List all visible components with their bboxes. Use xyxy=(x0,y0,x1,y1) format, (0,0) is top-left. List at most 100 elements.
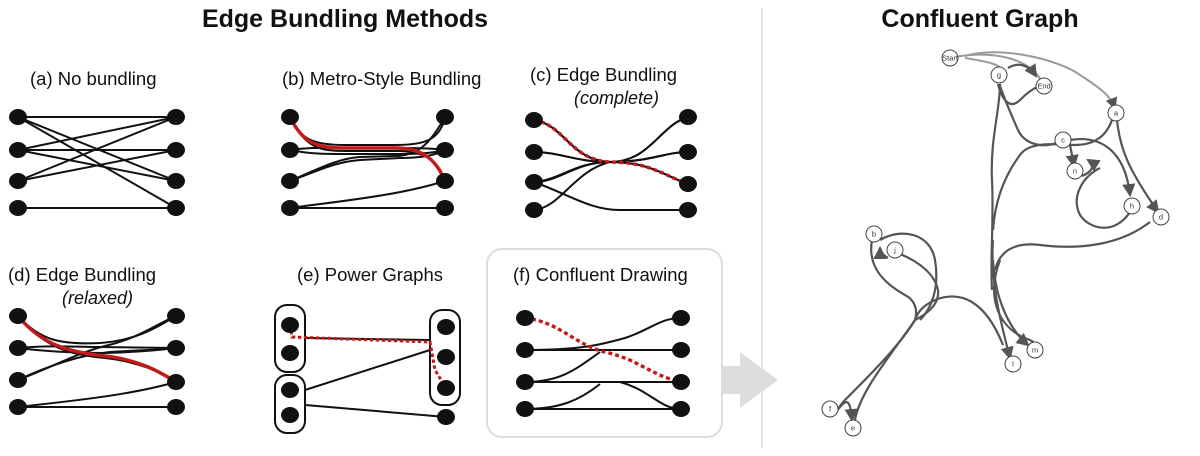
panel-b-label: (b) Metro-Style Bundling xyxy=(282,68,481,89)
node xyxy=(167,173,185,189)
panel-c-edges xyxy=(533,116,689,211)
graph-node-label: c xyxy=(1061,136,1065,145)
graph-edge xyxy=(996,83,1041,106)
panel-a-nodes xyxy=(9,109,185,216)
graph-node-n: n xyxy=(1066,162,1084,180)
edge xyxy=(17,315,177,381)
confluent-nodes: Start g End a c n xyxy=(821,49,1170,437)
edge xyxy=(533,181,688,211)
node xyxy=(281,109,299,125)
graph-node-g: g xyxy=(990,66,1008,84)
graph-node-label: d xyxy=(1159,213,1163,222)
graph-node-label: a xyxy=(1114,109,1119,118)
panel-b-nodes xyxy=(281,109,454,216)
left-title: Edge Bundling Methods xyxy=(202,5,488,33)
graph-node-j: j xyxy=(886,241,904,259)
node xyxy=(167,374,185,390)
node xyxy=(679,144,697,160)
edge xyxy=(17,116,177,209)
panel-c: (c) Edge Bundling (complete) xyxy=(525,64,697,218)
node xyxy=(437,380,455,396)
graph-edge xyxy=(1081,158,1101,178)
node xyxy=(281,173,299,189)
node xyxy=(525,174,543,190)
node xyxy=(281,407,299,423)
panel-e-nodes xyxy=(281,317,455,425)
node xyxy=(9,399,27,415)
node xyxy=(672,374,690,390)
node xyxy=(9,372,27,388)
panel-a-label: (a) No bundling xyxy=(30,68,157,89)
node xyxy=(436,173,454,189)
edge xyxy=(17,116,177,151)
graph-node-label: m xyxy=(1032,346,1038,355)
node xyxy=(437,349,455,365)
highlight-edge xyxy=(16,314,177,384)
edge xyxy=(304,337,431,341)
panel-f: (f) Confluent Drawing xyxy=(486,248,723,438)
panel-e: (e) Power Graphs xyxy=(274,264,461,434)
graph-edge xyxy=(991,239,1014,361)
graph-edge xyxy=(998,85,1064,147)
edge xyxy=(533,151,689,164)
graph-node-label: j xyxy=(893,246,896,255)
graph-node-end: End xyxy=(1035,77,1053,95)
node xyxy=(167,109,185,125)
node xyxy=(525,202,543,218)
node xyxy=(436,109,454,125)
node xyxy=(436,142,454,158)
graph-node-l: l xyxy=(1004,355,1022,373)
highlight-edge xyxy=(524,316,682,384)
graph-node-f: f xyxy=(821,400,839,418)
graph-node-c: c xyxy=(1054,131,1072,149)
graph-node-label: h xyxy=(1130,202,1134,211)
graph-edge xyxy=(964,51,1118,110)
arrow-right-icon xyxy=(722,352,778,408)
graph-edge xyxy=(834,319,916,413)
node xyxy=(9,173,27,189)
node xyxy=(437,409,455,425)
node xyxy=(679,109,697,125)
graph-node-d: d xyxy=(1152,208,1170,226)
graph-node-label: Start xyxy=(942,54,959,63)
graph-node-b: b xyxy=(865,225,883,243)
node xyxy=(281,200,299,216)
node xyxy=(9,142,27,158)
graph-node-label: e xyxy=(851,424,855,433)
panel-d: (d) Edge Bundling (relaxed) xyxy=(8,264,185,415)
panel-b: (b) Metro-Style Bundling xyxy=(281,68,481,216)
graph-edge xyxy=(993,221,1151,271)
graph-node-m: m xyxy=(1026,341,1044,359)
node xyxy=(281,382,299,398)
graph-edge xyxy=(913,295,1005,346)
graph-edge xyxy=(1007,63,1038,78)
panel-b-edges xyxy=(288,116,447,209)
node xyxy=(516,310,534,326)
node xyxy=(281,317,299,333)
panel-d-sublabel: (relaxed) xyxy=(62,288,133,308)
edge xyxy=(524,317,682,351)
edge xyxy=(289,116,446,182)
graph-edge xyxy=(870,239,918,321)
edge xyxy=(17,116,177,182)
node xyxy=(436,200,454,216)
graph-node-label: n xyxy=(1073,167,1077,176)
power-group-right xyxy=(429,309,461,406)
highlight-edge xyxy=(288,324,448,389)
edge xyxy=(304,404,447,418)
node xyxy=(9,200,27,216)
edge xyxy=(289,180,446,209)
node xyxy=(281,345,299,361)
panel-c-label: (c) Edge Bundling xyxy=(530,64,677,85)
graph-edge xyxy=(873,245,889,260)
node xyxy=(525,112,543,128)
panel-e-edges xyxy=(288,324,448,418)
panel-f-nodes xyxy=(516,310,690,417)
panel-a: (a) No bundling xyxy=(9,68,185,216)
node xyxy=(672,342,690,358)
graph-edge xyxy=(991,119,1114,231)
graph-node-h: h xyxy=(1123,197,1141,215)
node xyxy=(672,401,690,417)
node xyxy=(167,399,185,415)
